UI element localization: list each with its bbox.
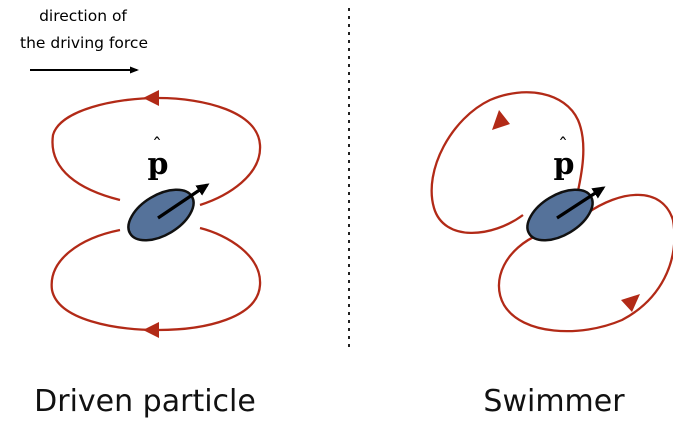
p-hat-label: p bbox=[148, 147, 169, 182]
swimmer-p-hat-label: p bbox=[554, 147, 575, 182]
swimmer-panel: ˆ p Swimmer bbox=[432, 92, 673, 419]
driven-particle-caption: Driven particle bbox=[34, 384, 256, 419]
swimmer-caption: Swimmer bbox=[483, 384, 625, 419]
lower-flow-arrowhead bbox=[143, 322, 159, 338]
force-direction-label-line2: the driving force bbox=[20, 34, 148, 52]
swimmer-upper-arrowhead bbox=[492, 110, 510, 130]
driven-particle-panel: ˆ p Driven particle bbox=[34, 90, 260, 419]
upper-flow-arrowhead bbox=[143, 90, 159, 106]
lower-flow-loop bbox=[52, 228, 260, 330]
force-direction-label-line1: direction of bbox=[39, 7, 127, 25]
